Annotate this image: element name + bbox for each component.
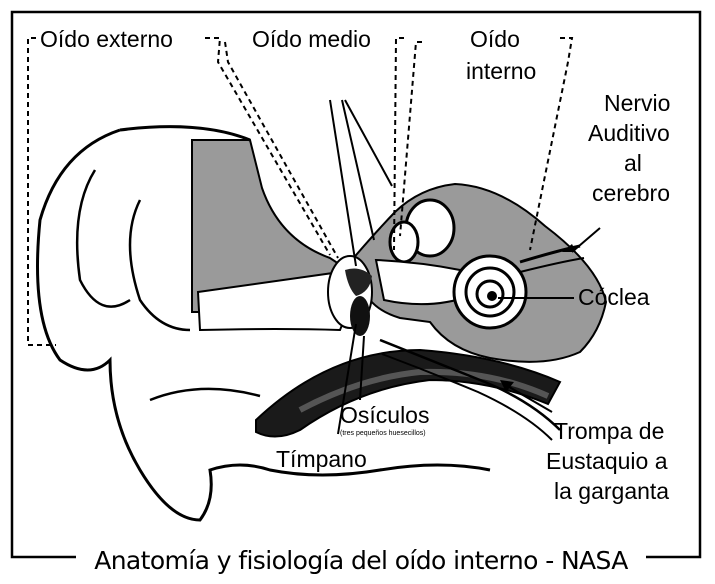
label-outer-ear: Oído externo	[40, 26, 173, 52]
label-cochlea: Cóclea	[578, 284, 650, 310]
ossicles-pointer-1	[330, 100, 356, 266]
eardrum-shape	[350, 296, 370, 336]
label-nerve-4: cerebro	[592, 180, 670, 206]
label-eardrum: Tímpano	[276, 446, 367, 472]
label-inner-ear-1: Oído	[470, 26, 520, 52]
antihelix	[130, 200, 190, 330]
label-ossicles: Osículos	[340, 402, 429, 428]
figure-caption: Anatomía y fisiología del oído interno -…	[76, 543, 646, 579]
ossicles-pointer-2	[342, 100, 374, 240]
label-nerve-3: al	[624, 150, 642, 176]
label-eustachian-1: Trompa de	[554, 418, 664, 444]
label-eustachian-2: Eustaquio a	[546, 448, 667, 474]
lobe-fold	[150, 389, 260, 400]
label-ossicles-note: (tres pequeños huesecillos)	[340, 430, 426, 437]
nerve-pointer	[572, 228, 600, 252]
label-middle-ear: Oído medio	[252, 26, 371, 52]
label-nerve-1: Nervio	[604, 90, 670, 116]
outer-ear-bracket-left	[28, 38, 36, 345]
label-eustachian-3: la garganta	[554, 478, 669, 504]
label-nerve-2: Auditivo	[588, 120, 670, 146]
pinna-inner-fold	[77, 170, 130, 307]
pinna-top	[120, 127, 250, 140]
label-inner-ear-2: interno	[466, 58, 536, 84]
cochlea-center	[487, 291, 497, 301]
